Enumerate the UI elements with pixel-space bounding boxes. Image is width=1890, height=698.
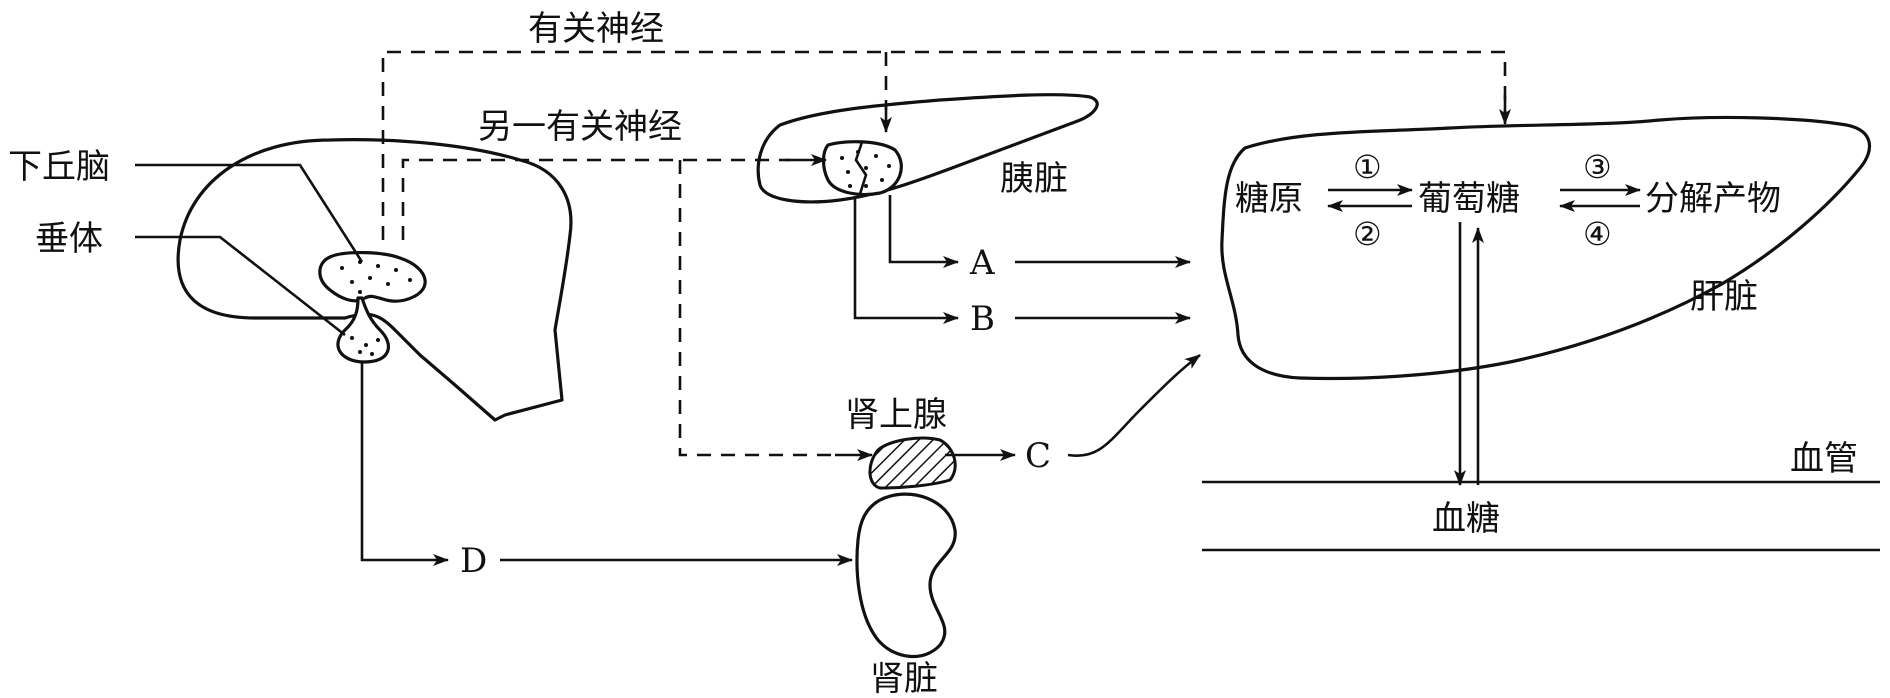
label-step1: ① [1353, 148, 1382, 186]
label-liver: 肝脏 [1690, 277, 1758, 317]
label-hypothalamus: 下丘脑 [8, 147, 110, 187]
pituitary-pointer [135, 235, 346, 337]
hormone-a-path [888, 195, 959, 268]
adrenal-gland [868, 436, 957, 490]
liver-outline [1220, 115, 1871, 381]
hormone-c-to-liver [1067, 353, 1201, 458]
nerve-path-top [381, 50, 1507, 240]
label-step3: ③ [1583, 148, 1612, 186]
label-blood-glucose: 血糖 [1432, 499, 1500, 539]
label-hormone-a: A [969, 243, 995, 283]
label-glycogen: 糖原 [1235, 179, 1303, 219]
islet-dots [840, 150, 891, 188]
label-related-nerve: 有关神经 [528, 9, 664, 49]
kidney-outline [855, 492, 957, 659]
label-another-nerve: 另一有关神经 [478, 107, 682, 147]
hormone-b-path [853, 196, 959, 324]
label-hormone-c: C [1025, 436, 1051, 476]
label-kidney: 肾脏 [870, 659, 938, 698]
gland-dots [340, 260, 412, 356]
nerve-path-another [401, 158, 790, 240]
label-blood-vessel: 血管 [1790, 439, 1858, 479]
nerve-path-adrenal [678, 160, 840, 457]
label-hormone-d: D [460, 541, 487, 581]
hormone-d-path [360, 362, 449, 566]
label-products: 分解产物 [1645, 179, 1781, 219]
hypothalamus-pointer [135, 163, 364, 263]
islet-divider [854, 141, 868, 195]
label-pancreas: 胰脏 [1000, 159, 1068, 199]
label-pituitary: 垂体 [35, 219, 103, 259]
label-step2: ② [1353, 215, 1382, 253]
label-glucose: 葡萄糖 [1418, 179, 1520, 219]
label-step4: ④ [1583, 215, 1612, 253]
pituitary-gland [336, 296, 391, 364]
label-adrenal: 肾上腺 [845, 395, 947, 435]
label-hormone-b: B [970, 299, 995, 339]
hypothalamus-gland [318, 250, 427, 303]
